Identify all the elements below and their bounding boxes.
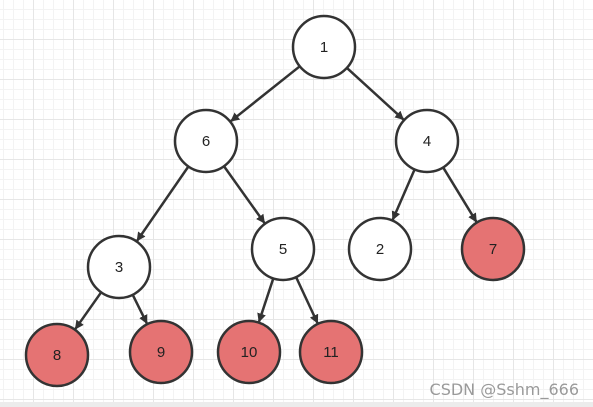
node-circle xyxy=(347,216,413,282)
edges-layer xyxy=(74,65,478,330)
node-circle xyxy=(460,216,526,282)
tree-node-7: 7 xyxy=(460,216,526,282)
edge-n5-n10 xyxy=(257,278,275,323)
node-label: 11 xyxy=(323,344,339,361)
node-label: 3 xyxy=(115,259,123,276)
node-circle xyxy=(86,234,152,300)
tree-node-1: 1 xyxy=(291,14,357,80)
watermark: CSDN @Sshm_666 xyxy=(429,380,579,399)
node-label: 10 xyxy=(241,344,258,361)
tree-node-3: 3 xyxy=(86,234,152,300)
node-circle xyxy=(394,108,460,174)
node-label: 5 xyxy=(279,241,287,258)
node-label: 4 xyxy=(423,133,431,150)
node-label: 8 xyxy=(53,347,61,364)
nodes-layer: 1 6 4 3 5 2 7 8 9 10 11 xyxy=(24,14,526,388)
tree-node-8: 8 xyxy=(24,322,90,388)
node-circle xyxy=(291,14,357,80)
tree-node-9: 9 xyxy=(128,319,194,385)
node-label: 2 xyxy=(376,241,384,258)
tree-node-10: 10 xyxy=(216,319,282,385)
tree-node-11: 11 xyxy=(298,319,364,385)
edge-n5-n11 xyxy=(294,276,319,324)
tree-node-2: 2 xyxy=(347,216,413,282)
node-circle xyxy=(250,216,316,282)
tree-node-4: 4 xyxy=(394,108,460,174)
node-circle xyxy=(216,319,282,385)
edge-n1-n4 xyxy=(346,66,405,121)
tree-node-5: 5 xyxy=(250,216,316,282)
node-circle xyxy=(173,108,239,174)
edge-n3-n9 xyxy=(131,294,148,325)
edge-n3-n8 xyxy=(74,291,103,330)
bottom-bar xyxy=(0,402,593,407)
node-circle xyxy=(24,322,90,388)
edge-n4-n2 xyxy=(391,168,416,221)
node-label: 1 xyxy=(320,39,328,56)
edge-n6-n5 xyxy=(222,165,266,224)
tree-node-6: 6 xyxy=(173,108,239,174)
node-circle xyxy=(128,319,194,385)
node-label: 9 xyxy=(157,344,165,361)
edge-n4-n7 xyxy=(442,166,478,223)
edge-n1-n6 xyxy=(230,65,301,123)
node-label: 6 xyxy=(202,133,210,150)
edge-n6-n3 xyxy=(136,165,190,242)
node-label: 7 xyxy=(489,241,497,258)
node-circle xyxy=(298,319,364,385)
